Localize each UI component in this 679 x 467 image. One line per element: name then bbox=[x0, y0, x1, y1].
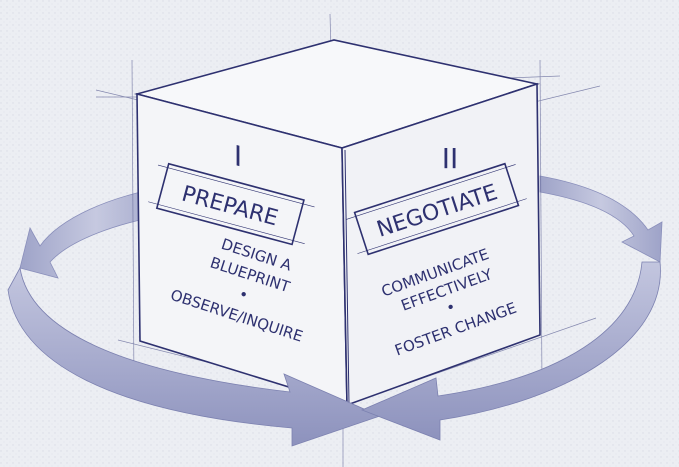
cube-right-face bbox=[341, 82, 541, 407]
cube bbox=[133, 39, 541, 407]
left-face-title-box bbox=[155, 162, 305, 246]
arrow-front-right bbox=[360, 261, 661, 441]
left-face-numeral: I bbox=[234, 139, 242, 174]
right-face-title-box bbox=[353, 162, 520, 256]
right-face-numeral: II bbox=[442, 142, 459, 175]
arrow-back-right bbox=[539, 175, 663, 263]
circular-arrow-front bbox=[7, 261, 661, 447]
arrow-front-left bbox=[7, 266, 382, 447]
